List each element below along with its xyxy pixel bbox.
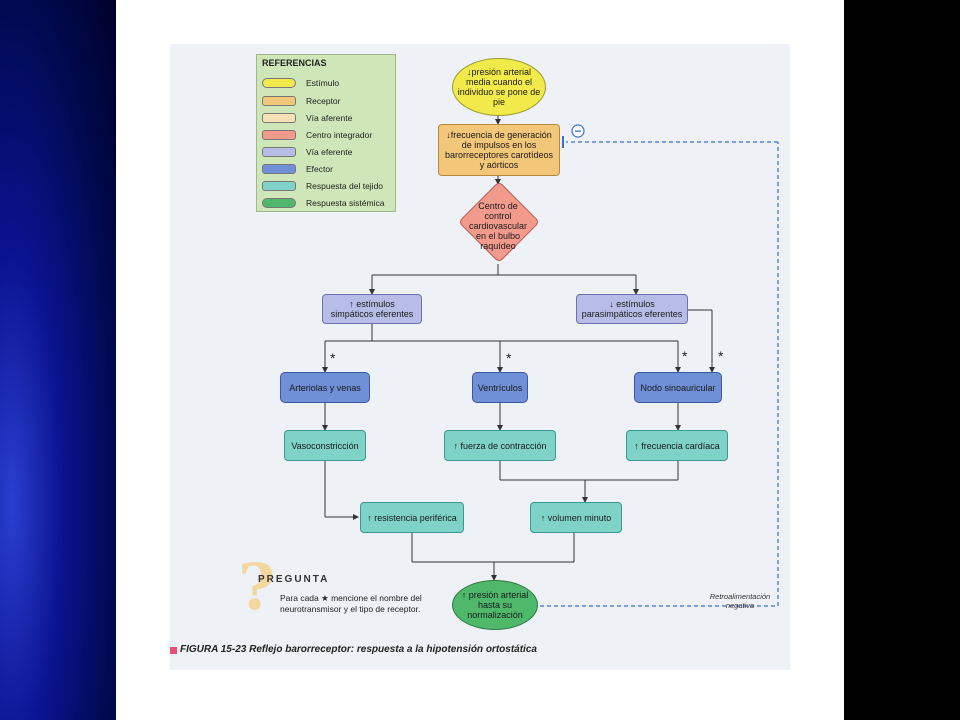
legend-swatch bbox=[262, 198, 296, 208]
legend-item-stimulus: Estímulo bbox=[262, 77, 339, 89]
receptor-node: ↓frecuencia de generación de impulsos en… bbox=[438, 124, 560, 176]
legend-item-efferent: Vía eferente bbox=[262, 146, 352, 158]
legend-item-integrator: Centro integrador bbox=[262, 129, 372, 141]
sa-node: Nodo sinoauricular bbox=[634, 372, 722, 403]
asterisk-marker: * bbox=[330, 350, 336, 366]
references-title: REFERENCIAS bbox=[262, 58, 327, 68]
sympathetic-node: ↑ estímulos simpáticos eferentes bbox=[322, 294, 422, 324]
right-black-strip bbox=[844, 0, 960, 720]
legend-swatch bbox=[262, 147, 296, 157]
caption-bullet bbox=[170, 647, 177, 654]
asterisk-marker: * bbox=[506, 350, 512, 366]
legend-label: Centro integrador bbox=[306, 130, 373, 140]
legend-item-tissue-response: Respuesta del tejido bbox=[262, 180, 383, 192]
asterisk-marker: * bbox=[718, 348, 724, 364]
legend-label: Vía aferente bbox=[306, 113, 353, 123]
integrating-center-label: Centro de control cardiovascular en el b… bbox=[468, 201, 528, 251]
legend-label: Efector bbox=[306, 164, 333, 174]
legend-label: Receptor bbox=[306, 96, 341, 106]
systemic-response-node: ↑ presión arterial hasta su normalizació… bbox=[452, 580, 538, 630]
legend-label: Respuesta sistémica bbox=[306, 198, 385, 208]
cardiac-output-node: ↑ volumen minuto bbox=[530, 502, 622, 533]
legend-label: Estímulo bbox=[306, 78, 340, 88]
legend-item-systemic-response: Respuesta sistémica bbox=[262, 197, 384, 209]
stimulus-node: ↓presión arterial media cuando el indivi… bbox=[452, 58, 546, 116]
feedback-label: Retroalimentación negativa bbox=[709, 592, 771, 610]
asterisk-marker: * bbox=[682, 348, 688, 364]
legend-swatch bbox=[262, 113, 296, 123]
parasympathetic-node: ↓ estímulos parasimpáticos eferentes bbox=[576, 294, 688, 324]
question-heading: PREGUNTA bbox=[258, 574, 330, 585]
vasoconstriction-node: Vasoconstricción bbox=[284, 430, 366, 461]
left-decorative-strip bbox=[0, 0, 116, 720]
legend-item-afferent: Vía aferente bbox=[262, 112, 352, 124]
legend-swatch bbox=[262, 78, 296, 88]
contraction-force-node: ↑ fuerza de contracción bbox=[444, 430, 556, 461]
legend-swatch bbox=[262, 130, 296, 140]
legend-swatch bbox=[262, 181, 296, 191]
heart-rate-node: ↑ frecuencia cardíaca bbox=[626, 430, 728, 461]
question-text: Para cada ★ mencione el nombre del neuro… bbox=[280, 593, 422, 614]
arterioles-node: Arteriolas y venas bbox=[280, 372, 370, 403]
legend-label: Respuesta del tejido bbox=[306, 181, 384, 191]
legend-item-effector: Efector bbox=[262, 163, 333, 175]
question-mark-icon: ? bbox=[238, 550, 276, 625]
inhibition-minus-sign: − bbox=[574, 124, 582, 138]
legend-item-receptor: Receptor bbox=[262, 95, 341, 107]
figure-caption: FIGURA 15-23 Reflejo barorreceptor: resp… bbox=[180, 644, 537, 655]
legend-swatch bbox=[262, 96, 296, 106]
peripheral-resistance-node: ↑ resistencia periférica bbox=[360, 502, 464, 533]
ventricles-node: Ventrículos bbox=[472, 372, 528, 403]
legend-swatch bbox=[262, 164, 296, 174]
legend-label: Vía eferente bbox=[306, 147, 353, 157]
